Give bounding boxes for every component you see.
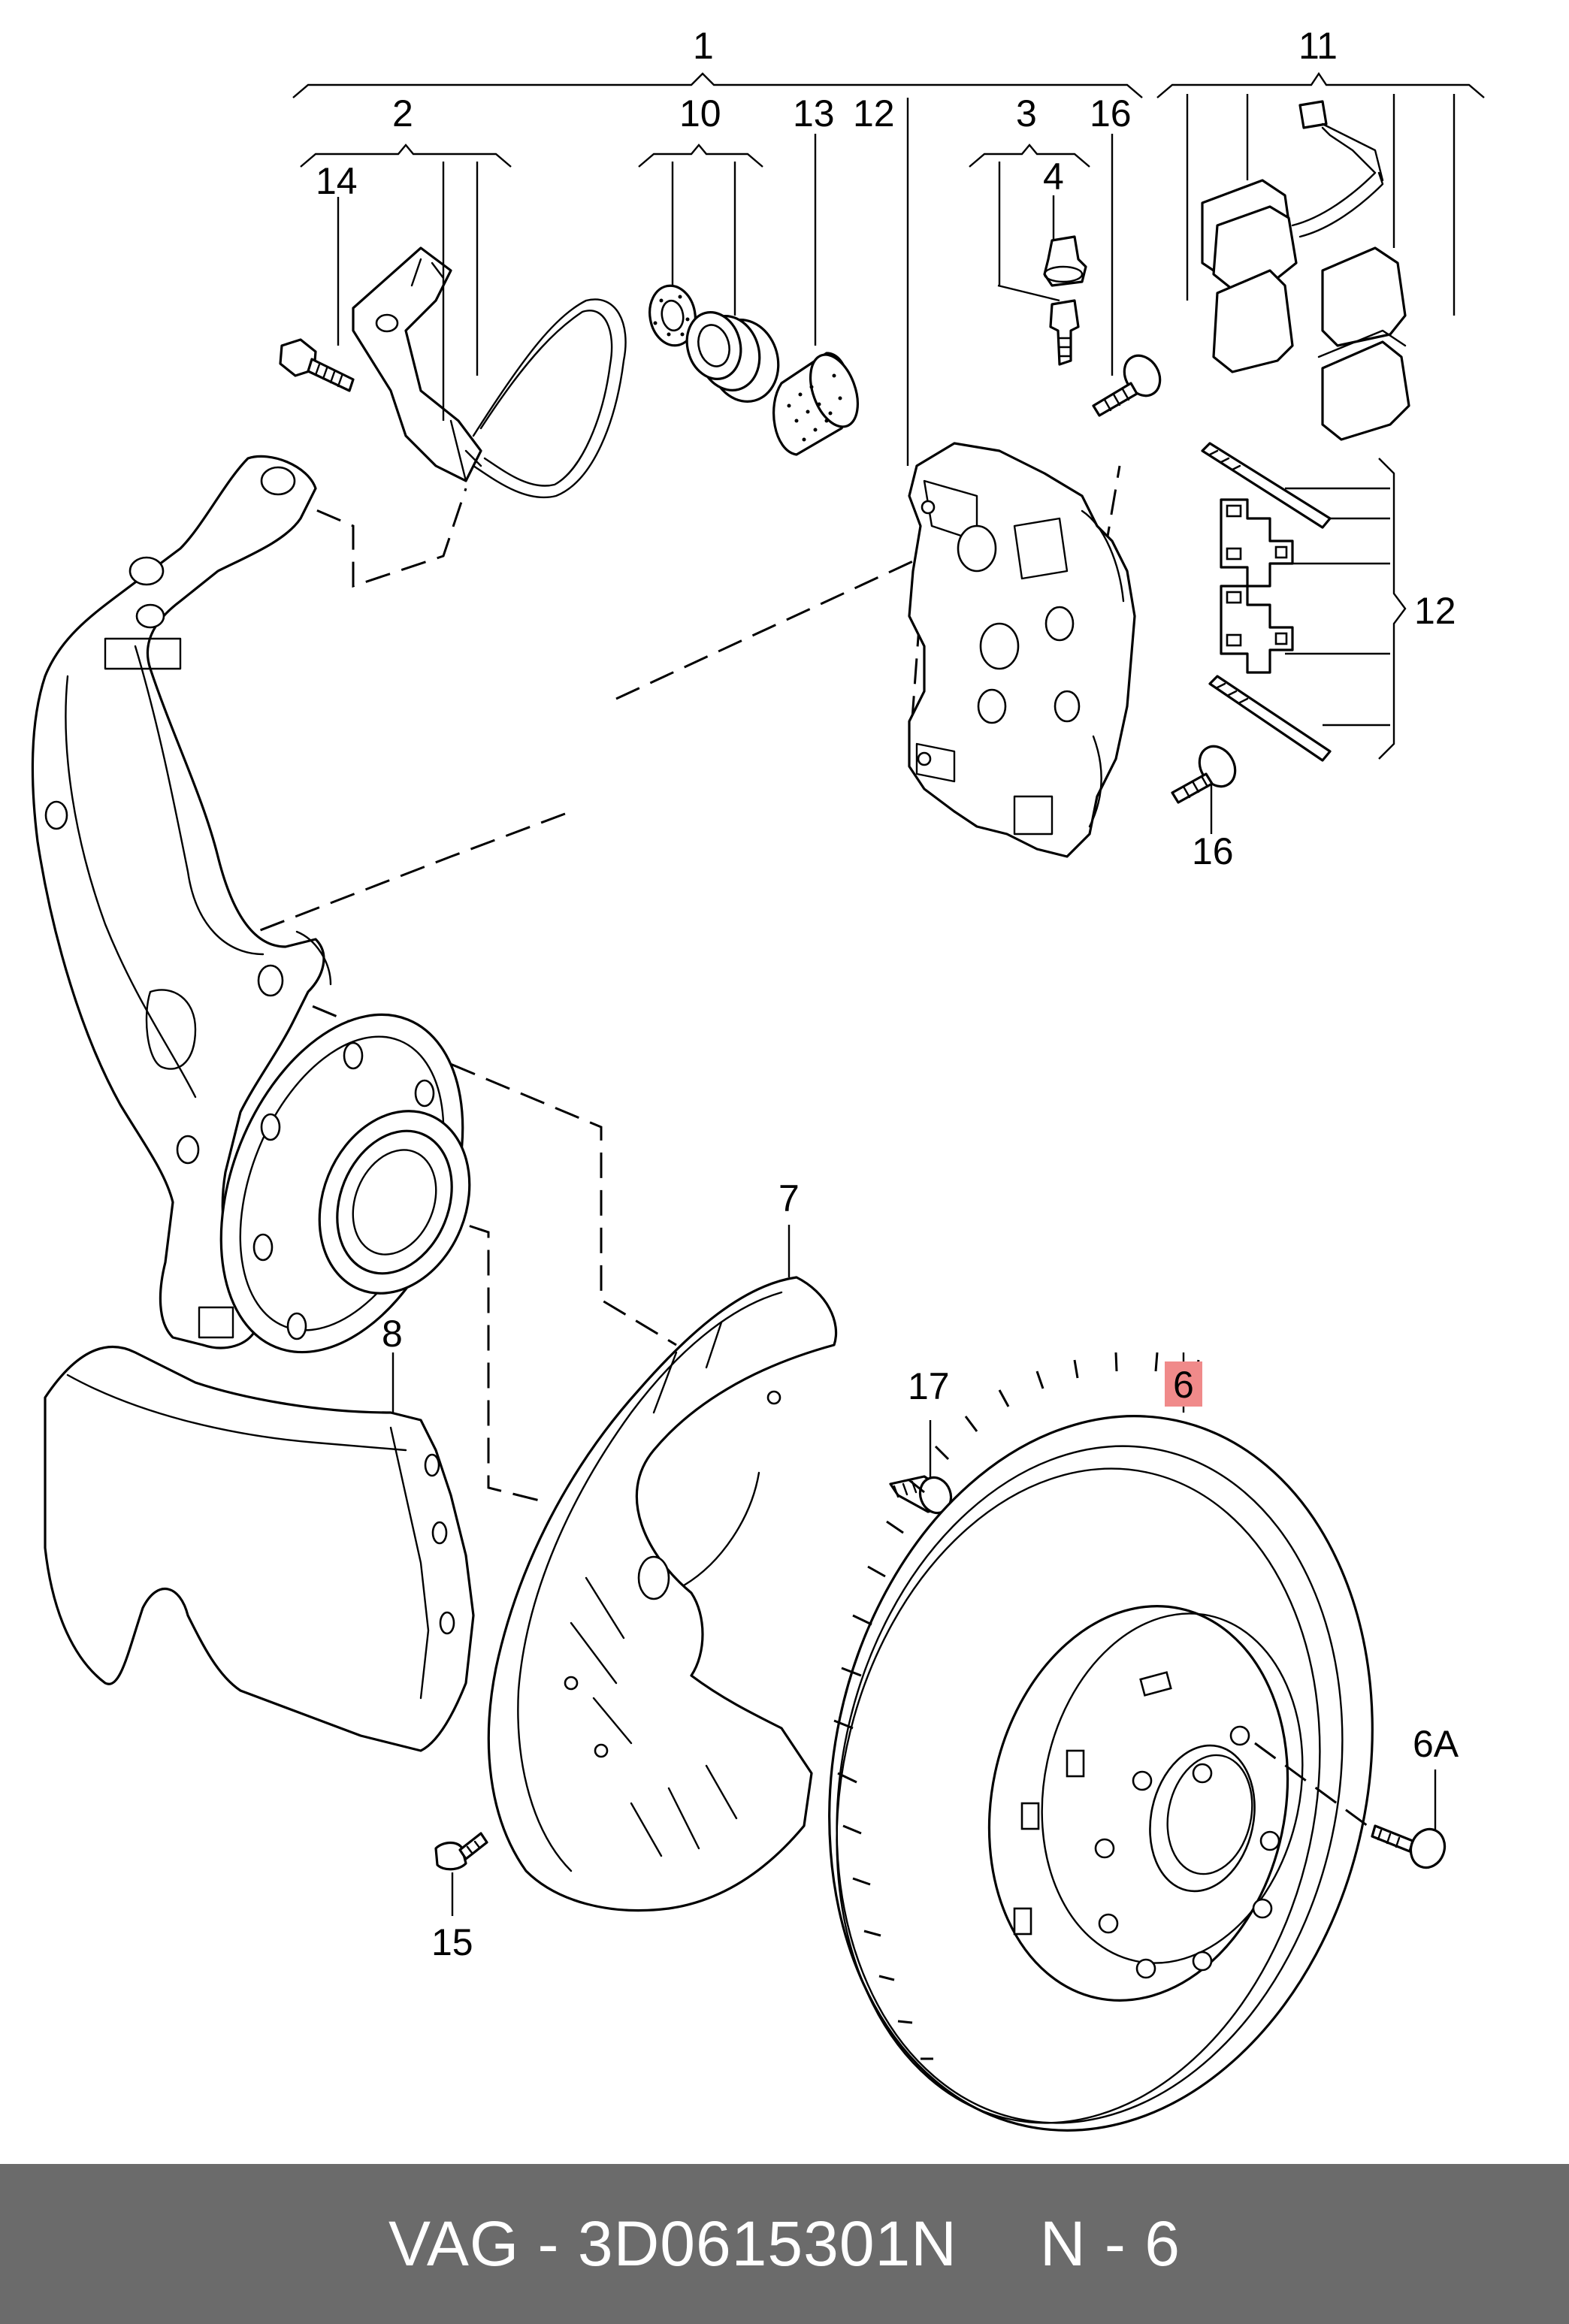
bleeder-cap: [1043, 235, 1087, 287]
callout-15: 15: [431, 1921, 473, 1963]
callout-3: 3: [1016, 92, 1037, 134]
brake-line-bracket: [352, 246, 627, 499]
callout-leaders: [292, 71, 1485, 1916]
callout-7: 7: [778, 1177, 800, 1219]
callout-17: 17: [908, 1365, 950, 1407]
callout-6a: 6A: [1413, 1723, 1459, 1765]
callout-10: 10: [679, 92, 721, 134]
brake-pads: [1201, 100, 1410, 441]
piston-seal-ring: [648, 284, 697, 347]
bleeder-screw: [1049, 299, 1080, 366]
callout-12-top: 12: [853, 92, 895, 134]
bolt-15: [434, 1832, 488, 1871]
callout-2: 2: [392, 92, 413, 134]
part-reference: VAG - 3D0615301N: [388, 2208, 957, 2279]
callout-1: 1: [693, 25, 714, 67]
bolt-14: [279, 338, 355, 392]
exploded-parts-diagram: 1 2 14 10 13 12 3 4 16 11 12 16 7 8 17 6…: [31, 25, 1485, 2132]
diagram-position: N - 6: [1039, 2208, 1181, 2279]
pad-retaining-pins: [1201, 442, 1332, 762]
callout-14: 14: [316, 160, 358, 202]
piston: [772, 352, 859, 456]
callout-6: 6: [1173, 1364, 1194, 1406]
callout-8: 8: [382, 1313, 403, 1355]
callout-16-bottom: 16: [1192, 830, 1234, 872]
callout-13: 13: [793, 92, 835, 134]
pad-spring-clips: [1220, 498, 1294, 674]
callout-16-top: 16: [1090, 92, 1132, 134]
callout-4: 4: [1043, 156, 1064, 198]
brake-caliper: [908, 442, 1136, 858]
backing-plate: [487, 1276, 838, 1912]
splash-shield: [44, 1345, 475, 1752]
disc-bolt-6a: [1371, 1824, 1447, 1869]
caliper-bolt-bottom: [1171, 745, 1237, 804]
caliper-bolt-top: [1092, 354, 1162, 417]
piston-boot: [685, 310, 780, 403]
callout-labels: 1 2 14 10 13 12 3 4 16 11 12 16 7 8 17 6…: [316, 25, 1459, 1963]
footer-bar: VAG - 3D0615301N N - 6: [0, 2164, 1569, 2324]
highlight-box: [1165, 1361, 1202, 1407]
callout-12-right: 12: [1414, 590, 1456, 632]
brake-disc: [828, 1352, 1374, 2132]
callout-11: 11: [1298, 25, 1338, 67]
wheel-hub: [219, 1013, 471, 1354]
